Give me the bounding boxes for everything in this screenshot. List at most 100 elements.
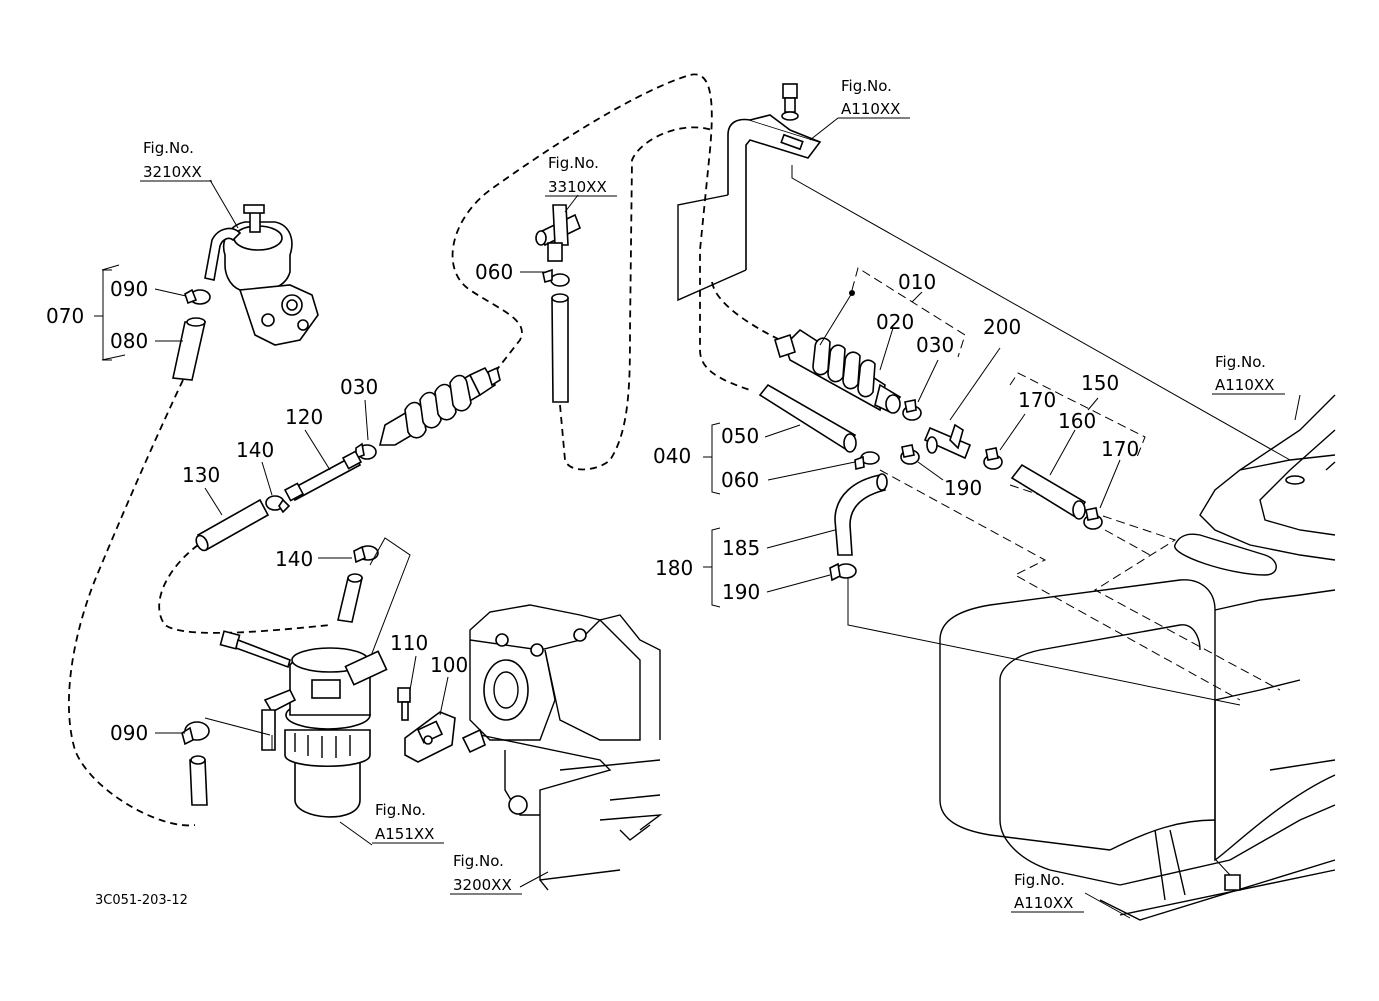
bracket-070-right: [101, 264, 126, 361]
fuel-route-main: [451, 73, 751, 391]
ref-engine-number: 3200XX: [453, 876, 512, 894]
leader-150: [1087, 397, 1099, 411]
leader-185: [766, 529, 836, 549]
ref-tank-right-number: A110XX: [1215, 376, 1274, 394]
bolt-110: [397, 687, 411, 721]
leader-030-right: [917, 359, 939, 403]
leader-200: [949, 347, 1001, 421]
ref-tank-bottom-number: A110XX: [1014, 894, 1073, 912]
clamp-090-top: [184, 288, 211, 305]
pipe-120: [283, 450, 363, 502]
hose-filter-inlet: [337, 577, 364, 623]
callout-180: 180: [655, 556, 693, 580]
hose-130: [195, 498, 270, 552]
hose-060-top: [551, 297, 569, 403]
hose-080: [172, 317, 206, 381]
leader-010: [911, 291, 923, 303]
tank-return-guide: [847, 570, 1241, 706]
callout-020: 020: [876, 310, 914, 334]
tank-hidden-line: [879, 469, 1241, 701]
hose-160-guide: [1104, 529, 1151, 556]
leader-190-b: [766, 574, 831, 593]
tank-guide-line-2: [1294, 394, 1301, 421]
bracket-180: [703, 527, 721, 608]
callout-130: 130: [182, 463, 220, 487]
callout-200: 200: [983, 315, 1021, 339]
hose-090-bottom: [189, 759, 208, 806]
tank-ref-leader: [1084, 892, 1131, 919]
leader-110: [409, 655, 417, 691]
leader-160: [1049, 429, 1076, 476]
fuel-route-130-filter: [158, 544, 331, 634]
filter-bottom-guide: [204, 717, 273, 750]
leader-100: [439, 676, 449, 716]
callout-190-b: 190: [722, 580, 760, 604]
electric-pump-right: [774, 328, 902, 414]
ref-tank-bottom-label: Fig.No.: [1014, 871, 1065, 889]
ref-tee-number: 3310XX: [548, 178, 607, 196]
clamp-140-b: [353, 545, 379, 564]
hose-160: [1010, 463, 1087, 520]
leader-tee-ref: [564, 194, 579, 213]
fuel-tank: [939, 394, 1336, 921]
diagram-code: 3C051-203-12: [95, 893, 188, 908]
callout-080: 080: [110, 329, 148, 353]
clamp-170-a: [983, 447, 1003, 470]
filter-guide-lines: [351, 537, 411, 706]
leader-tank-bottom-ref: [1215, 859, 1231, 876]
leader-050: [764, 424, 801, 438]
ref-engine: Fig.No. 3200XX: [450, 852, 522, 895]
hose-185: [834, 473, 888, 556]
leader-130: [204, 487, 223, 516]
hose-bracket: [677, 83, 822, 302]
callout-190-a: 190: [944, 476, 982, 500]
leader-fuel-pump-ref: [209, 179, 239, 229]
callout-110: 110: [390, 631, 428, 655]
callout-030-right: 030: [916, 333, 954, 357]
callout-040: 040: [653, 444, 691, 468]
callout-170-b: 170: [1101, 437, 1139, 461]
hose-060-top-end: [551, 293, 569, 303]
callout-090-top: 090: [110, 277, 148, 301]
leader-120: [304, 429, 331, 471]
tee-fitting: [535, 204, 582, 262]
clamp-190-a: [900, 444, 920, 465]
bracket-070: [94, 269, 112, 361]
callout-185: 185: [722, 536, 760, 560]
callout-030-left: 030: [340, 375, 378, 399]
ref-bracket-number: A110XX: [841, 100, 900, 118]
clamp-170-b: [1083, 507, 1103, 530]
tank-hidden-line-2: [1009, 484, 1281, 691]
leader-170-a: [999, 413, 1026, 451]
leader-090-top: [154, 288, 187, 297]
hose-filter-inlet-end: [347, 573, 363, 583]
bracket-040: [703, 422, 721, 495]
ref-tee-fitting: Fig.No. 3310XX: [545, 154, 617, 197]
leader-020: [879, 327, 894, 371]
clamp-190-b: [829, 562, 857, 582]
callout-140-a: 140: [236, 438, 274, 462]
callout-140-b: 140: [275, 547, 313, 571]
bracket-010: [851, 267, 966, 358]
callout-010: 010: [898, 270, 936, 294]
ref-fuel-pump-label: Fig.No.: [143, 139, 194, 157]
callout-050: 050: [721, 424, 759, 448]
bracket-100: [404, 711, 456, 763]
ref-bracket-label: Fig.No.: [841, 77, 892, 95]
clamp-030-right: [902, 399, 922, 421]
callout-060-right: 060: [721, 468, 759, 492]
tee-200: [923, 423, 972, 460]
ref-tee-label: Fig.No.: [548, 154, 599, 172]
clamp-060-right: [854, 451, 880, 470]
fuel-route-pump-filter: [68, 379, 196, 827]
leader-190-a: [917, 461, 944, 481]
clamp-140-a: [265, 495, 291, 514]
leader-pump-dot: [819, 292, 853, 346]
ref-tank-right-label: Fig.No.: [1215, 353, 1266, 371]
electric-pump-left: [378, 366, 501, 446]
callout-150: 150: [1081, 371, 1119, 395]
callout-090-bottom: 090: [110, 721, 148, 745]
hose-090-bottom-end: [190, 755, 206, 765]
ref-tank-bottom: Fig.No. A110XX: [1011, 871, 1084, 913]
